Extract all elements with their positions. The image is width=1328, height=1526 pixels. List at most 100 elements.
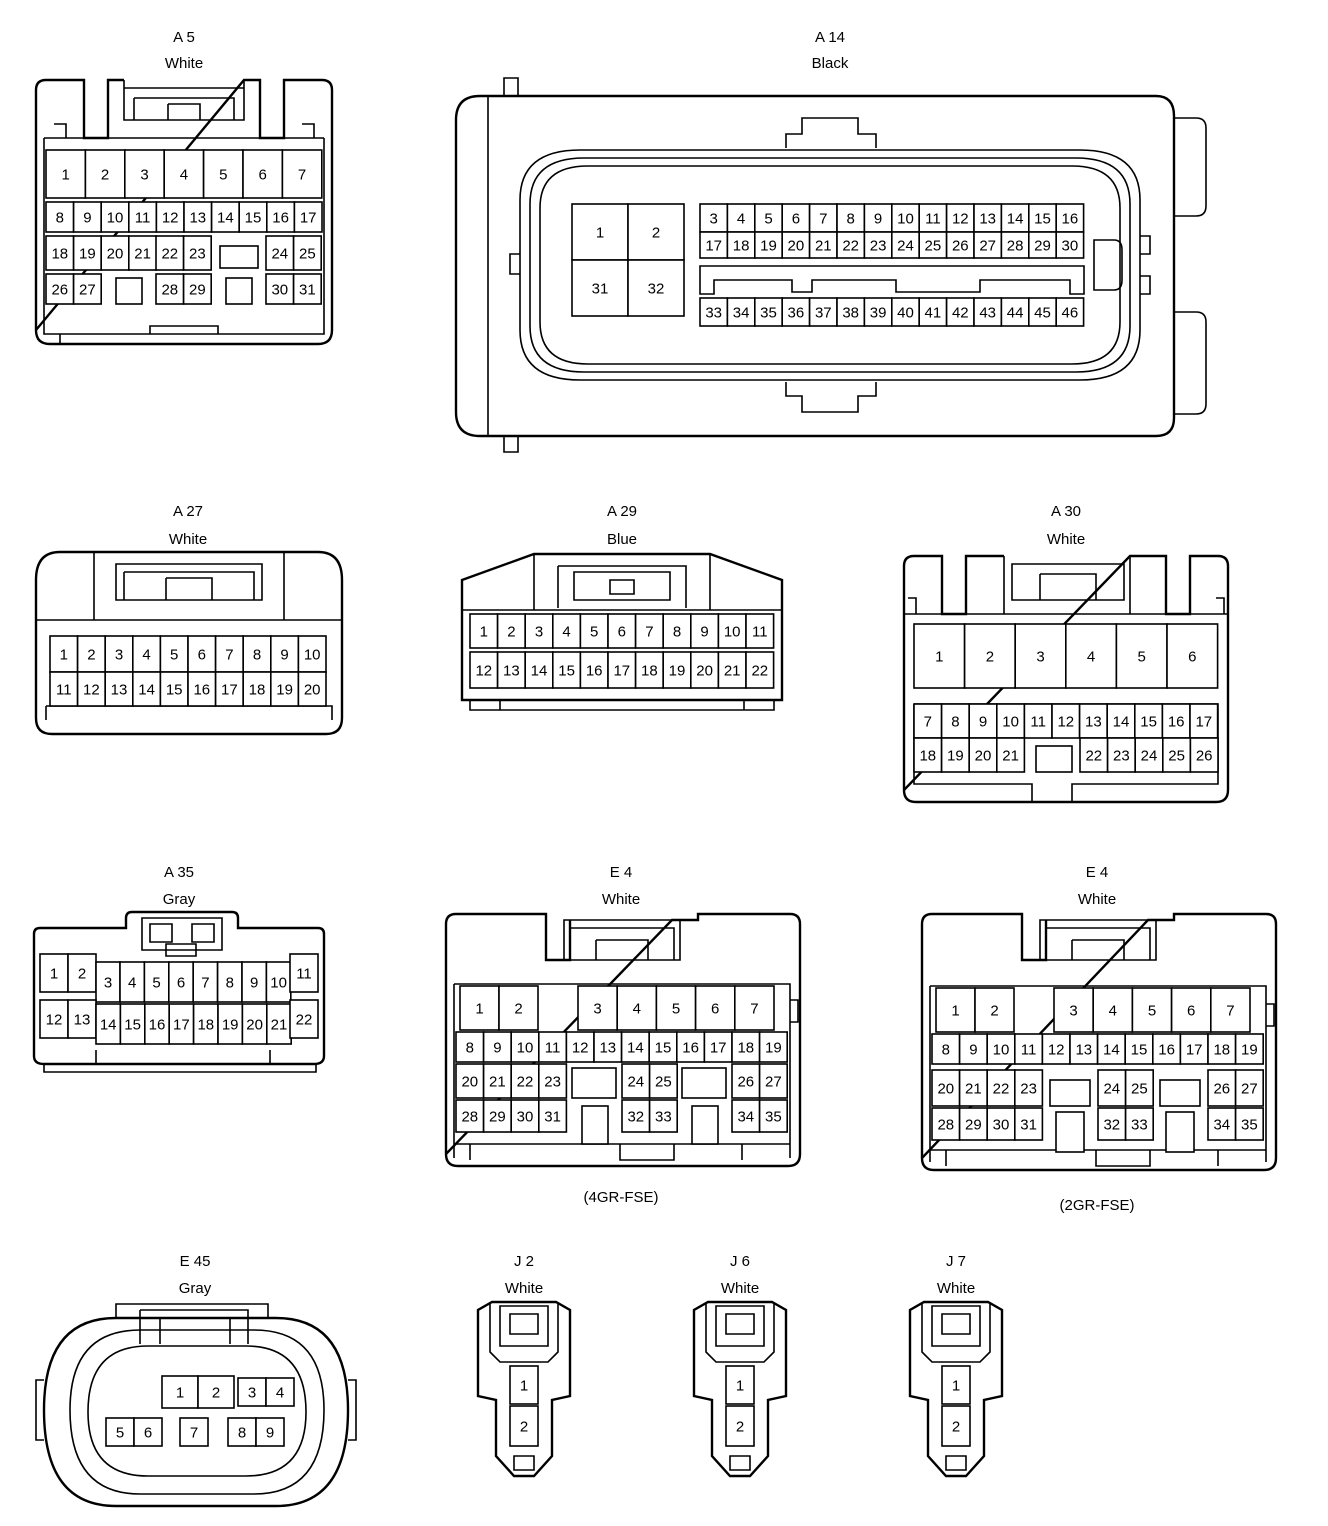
connector-a14-housing: [454, 77, 1207, 453]
pin-number: 4: [128, 975, 136, 992]
pin-number: 35: [765, 1109, 782, 1126]
pin-cavity: [115, 277, 143, 305]
pin-number: 41: [925, 305, 942, 322]
pin-number: 1: [952, 1378, 960, 1395]
pin-cavity: [1096, 1033, 1126, 1065]
pin-cavity: [699, 231, 729, 259]
pin-number: 20: [246, 1017, 263, 1034]
pin-cavity: [945, 203, 975, 233]
pin-cavity: [940, 703, 970, 739]
pin-number: 15: [166, 682, 183, 699]
pin-cavity: [808, 231, 838, 259]
pin-number: 7: [298, 167, 306, 184]
pin-number: 20: [937, 1081, 954, 1098]
pin-number: 4: [1109, 1003, 1117, 1020]
pin-cavity: [161, 1375, 199, 1409]
pin-cavity: [725, 1365, 755, 1405]
pin-number: 5: [152, 975, 160, 992]
pin-number: 28: [161, 282, 178, 299]
pin-cavity: [941, 1365, 971, 1405]
pin-cavity: [238, 201, 268, 233]
pin-number: 25: [1168, 748, 1185, 765]
pin-cavity: [237, 1377, 267, 1407]
pin-cavity: [781, 231, 811, 259]
pin-cavity: [95, 961, 121, 1003]
pin-cavity: [100, 201, 130, 233]
pin-number: 9: [83, 210, 91, 227]
pin-cavity: [974, 987, 1015, 1033]
connector-id-a29: A 29: [607, 503, 637, 520]
pin-cavity: [1210, 987, 1251, 1033]
pin-cavity: [124, 149, 166, 199]
pin-cavity: [648, 1063, 678, 1099]
pin-cavity: [133, 1417, 163, 1447]
pin-cavity: [758, 1031, 788, 1063]
connector-color-a30: White: [1047, 531, 1085, 548]
pin-number: 22: [161, 246, 178, 263]
pin-number: 24: [271, 246, 288, 263]
pin-number: 15: [245, 210, 262, 227]
pin-number: 16: [193, 682, 210, 699]
pin-number: 39: [870, 305, 887, 322]
pin-cavity: [931, 1033, 961, 1065]
pin-cavity: [105, 1417, 135, 1447]
pin-cavity: [607, 651, 637, 689]
pin-number: 2: [507, 624, 515, 641]
pin-number: 10: [993, 1042, 1010, 1059]
pin-number: 5: [672, 1001, 680, 1018]
pin-cavity: [496, 651, 527, 689]
pin-cavity: [498, 985, 539, 1031]
pin-number: 34: [733, 305, 750, 322]
pin-cavity: [1049, 1079, 1091, 1107]
connector-color-e45: Gray: [179, 1280, 212, 1297]
pin-number: 4: [1087, 649, 1095, 666]
pin-number: 3: [140, 167, 148, 184]
pin-number: 15: [1131, 1042, 1148, 1059]
pin-number: 1: [50, 966, 58, 983]
pin-number: 3: [710, 211, 718, 228]
pin-number: 1: [520, 1378, 528, 1395]
pin-cavity: [510, 1099, 540, 1133]
pin-number: 1: [62, 167, 70, 184]
pin-cavity: [155, 273, 185, 305]
pin-cavity: [155, 235, 185, 271]
pin-number: 5: [116, 1425, 124, 1442]
pin-number: 25: [655, 1074, 672, 1091]
pin-number: 33: [705, 305, 722, 322]
pin-cavity: [689, 651, 720, 689]
connector-j2-pins: 12: [509, 1365, 539, 1447]
connector-color-a14: Black: [812, 55, 849, 72]
pin-cavity: [1000, 297, 1030, 327]
pin-number: 11: [296, 966, 312, 983]
pin-cavity: [571, 1067, 617, 1099]
pin-cavity: [537, 1031, 568, 1063]
pin-number: 14: [627, 1040, 644, 1057]
pin-number: 10: [724, 624, 741, 641]
pin-number: 28: [461, 1109, 478, 1126]
pin-cavity: [726, 297, 756, 327]
pin-cavity: [163, 149, 205, 199]
pin-number: 28: [937, 1117, 954, 1134]
pin-number: 15: [124, 1017, 141, 1034]
pin-cavity: [717, 651, 747, 689]
pin-number: 8: [226, 975, 234, 992]
pin-number: 8: [238, 1425, 246, 1442]
pin-cavity: [1159, 1079, 1201, 1107]
pin-number: 16: [586, 663, 603, 680]
pin-number: 12: [1048, 1042, 1065, 1059]
pin-cavity: [986, 1033, 1016, 1065]
pin-cavity: [1000, 203, 1030, 233]
pin-number: 29: [1034, 238, 1051, 255]
pin-cavity: [192, 1003, 219, 1045]
pin-number: 1: [176, 1385, 184, 1402]
pin-cavity: [255, 1417, 285, 1447]
pin-number: 22: [842, 238, 859, 255]
pin-number: 9: [250, 975, 258, 992]
pin-number: 3: [115, 647, 123, 664]
connector-id-a30: A 30: [1051, 503, 1081, 520]
